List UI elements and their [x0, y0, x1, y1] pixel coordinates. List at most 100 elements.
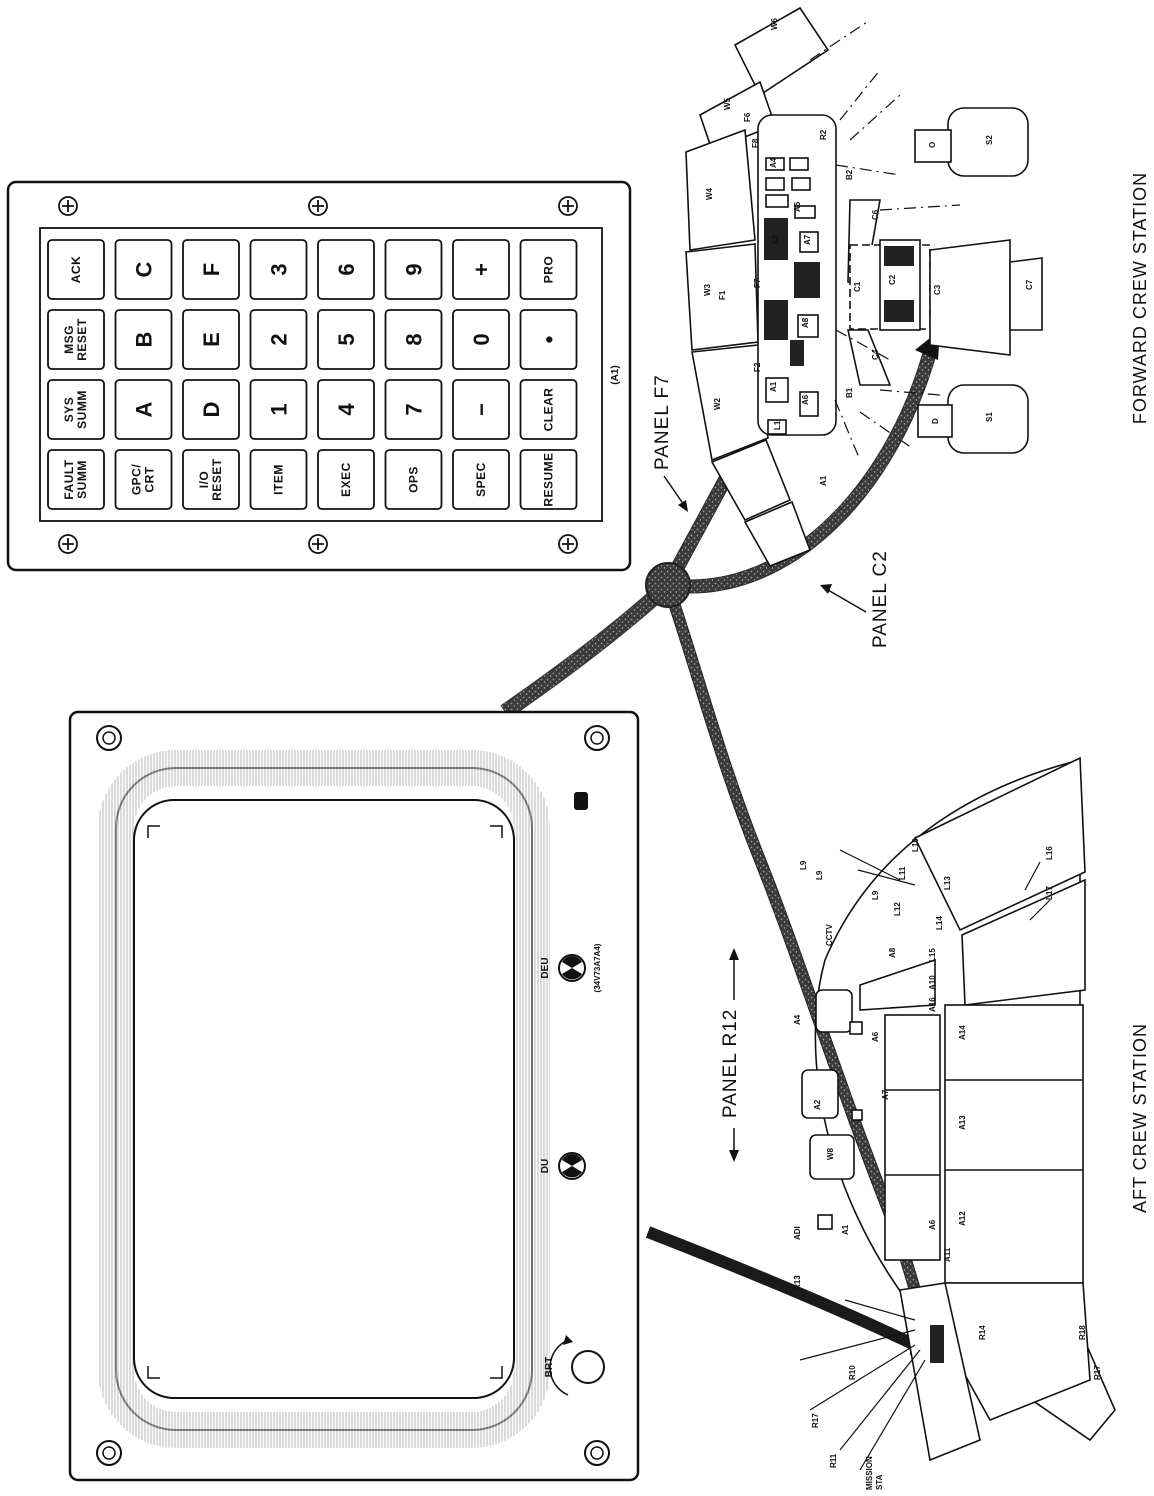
panel-f7-callout: PANEL F7 — [652, 374, 688, 512]
svg-text:A1: A1 — [819, 475, 828, 486]
key-ack[interactable]: ACK — [47, 239, 105, 300]
aft-station-title: AFT CREW STATION — [1130, 1023, 1150, 1213]
svg-text:A7: A7 — [881, 1089, 890, 1100]
keyboard-designator: (A1) — [610, 365, 621, 384]
svg-text:W4: W4 — [705, 187, 714, 200]
svg-text:C6: C6 — [871, 209, 880, 220]
svg-text:W6: W6 — [770, 17, 779, 30]
svg-text:S2: S2 — [985, 135, 994, 145]
key-label: MSGRESET — [62, 318, 89, 361]
key-gpc-crt[interactable]: GPC/CRT — [114, 449, 173, 510]
key-9[interactable]: 9 — [384, 239, 443, 300]
svg-text:D: D — [931, 418, 940, 424]
svg-text:A8: A8 — [888, 947, 897, 958]
deu-radiation-icon — [558, 954, 586, 982]
svg-text:W3: W3 — [703, 283, 712, 296]
key-label: 3 — [267, 263, 292, 275]
key-3[interactable]: 3 — [249, 239, 308, 300]
panel-c2-label: PANEL C2 — [870, 550, 891, 648]
svg-text:A4: A4 — [793, 1014, 802, 1025]
svg-text:O: O — [928, 142, 937, 148]
key-sys-summ[interactable]: SYSSUMM — [47, 379, 105, 440]
brightness-knob[interactable] — [549, 1335, 605, 1396]
svg-text:L11: L11 — [898, 866, 907, 880]
key-label: 6 — [334, 263, 359, 275]
key-label: RESUME — [542, 452, 556, 506]
svg-text:L13: L13 — [943, 876, 952, 890]
part-number: (34V73A7A4) — [593, 943, 602, 992]
svg-text:R17: R17 — [1093, 1365, 1102, 1380]
svg-text:A2: A2 — [771, 234, 780, 245]
mounting-screw-icon — [58, 196, 578, 554]
panel-r12-label: PANEL R12 — [720, 1009, 741, 1118]
svg-text:C4: C4 — [871, 349, 880, 360]
svg-text:A12: A12 — [958, 1211, 967, 1226]
key-msg-reset[interactable]: MSGRESET — [47, 309, 105, 370]
key-label: ACK — [69, 256, 83, 284]
key-i-o-reset[interactable]: I/ORESET — [182, 449, 240, 510]
svg-text:C7: C7 — [1025, 279, 1034, 290]
key-label: − — [469, 403, 494, 416]
svg-text:R11: R11 — [829, 1453, 838, 1468]
du-label: DU — [540, 1159, 551, 1173]
key-6[interactable]: 6 — [317, 239, 375, 300]
svg-text:L9: L9 — [815, 870, 824, 880]
aft-crew-station — [799, 756, 1116, 1471]
key-c[interactable]: C — [114, 239, 173, 300]
svg-text:A6: A6 — [801, 394, 810, 405]
key-0[interactable]: 0 — [452, 309, 510, 370]
key-spec[interactable]: SPEC — [452, 449, 510, 510]
key-item[interactable]: ITEM — [249, 449, 308, 510]
key-label: PRO — [542, 256, 556, 284]
key-f[interactable]: F — [182, 239, 240, 300]
svg-text:R17: R17 — [811, 1413, 820, 1428]
key-[interactable]: − — [452, 379, 510, 440]
svg-text:F2: F2 — [753, 362, 762, 372]
svg-text:A5: A5 — [793, 201, 802, 212]
key-fault-summ[interactable]: FAULTSUMM — [47, 449, 105, 510]
panel-f7-label: PANEL F7 — [652, 374, 673, 470]
key-[interactable]: + — [452, 239, 510, 300]
key-[interactable]: • — [519, 309, 578, 370]
key-label: 8 — [402, 333, 427, 345]
key-resume[interactable]: RESUME — [519, 449, 578, 510]
svg-text:A7: A7 — [803, 234, 812, 245]
key-a[interactable]: A — [114, 379, 173, 440]
key-label: • — [537, 336, 562, 344]
key-ops[interactable]: OPS — [384, 449, 443, 510]
du-radiation-icon — [558, 1152, 586, 1180]
key-4[interactable]: 4 — [317, 379, 375, 440]
key-pro[interactable]: PRO — [519, 239, 578, 300]
key-8[interactable]: 8 — [384, 309, 443, 370]
svg-text:A2: A2 — [813, 1099, 822, 1110]
key-label: E — [199, 332, 224, 347]
svg-text:B2: B2 — [845, 169, 854, 180]
svg-text:R10: R10 — [848, 1365, 857, 1380]
key-label: B — [132, 332, 157, 348]
svg-text:L15: L15 — [928, 948, 937, 962]
indicator-lamp-icon — [574, 792, 588, 810]
key-label: 5 — [334, 333, 359, 345]
key-label: 2 — [267, 333, 292, 345]
key-label: 7 — [402, 403, 427, 415]
svg-text:F8: F8 — [751, 138, 760, 148]
svg-text:A8: A8 — [801, 317, 810, 328]
key-d[interactable]: D — [182, 379, 240, 440]
key-7[interactable]: 7 — [384, 379, 443, 440]
key-label: A — [132, 401, 157, 417]
key-5[interactable]: 5 — [317, 309, 375, 370]
svg-text:A1: A1 — [769, 381, 778, 392]
key-1[interactable]: 1 — [249, 379, 308, 440]
svg-text:R18: R18 — [1078, 1325, 1087, 1340]
display-unit: DEU (34V73A7A4) DU BRT — [68, 710, 640, 1482]
svg-text:L9: L9 — [799, 860, 808, 870]
key-b[interactable]: B — [114, 309, 173, 370]
key-e[interactable]: E — [182, 309, 240, 370]
panel-c2-callout: PANEL C2 — [820, 550, 891, 648]
key-label: C — [132, 261, 157, 277]
key-exec[interactable]: EXEC — [317, 449, 375, 510]
key-2[interactable]: 2 — [249, 309, 308, 370]
key-clear[interactable]: CLEAR — [519, 379, 578, 440]
svg-text:CCTV: CCTV — [825, 924, 834, 946]
